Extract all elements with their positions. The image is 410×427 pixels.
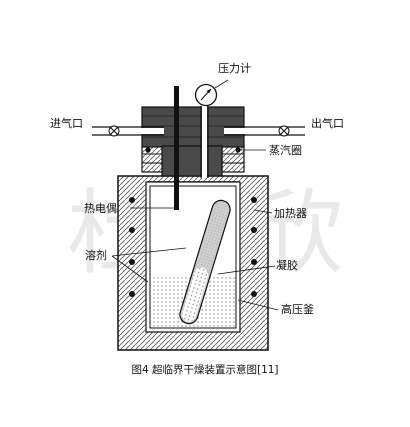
label-gel: 凝胶 xyxy=(276,258,298,272)
outlet-pipe xyxy=(224,125,305,137)
pressure-gauge xyxy=(194,83,218,178)
figure-caption: 图4 超临界干燥装置示意图[11] xyxy=(131,363,278,376)
label-outlet: 出气口 xyxy=(311,116,344,130)
label-thermocouple: 热电偶 xyxy=(84,202,117,215)
leader-lines xyxy=(111,79,279,311)
heater-coil xyxy=(129,197,257,297)
thermocouple-rod xyxy=(174,86,179,210)
inlet-pipe xyxy=(92,125,164,137)
label-inlet: 进气口 xyxy=(50,116,83,130)
label-autoclave: 高压釜 xyxy=(281,302,314,316)
label-steam-coil: 蒸汽圈 xyxy=(269,143,302,157)
label-pressure-gauge: 压力计 xyxy=(218,62,251,75)
sample-tube xyxy=(179,199,231,325)
label-solvent: 溶剂 xyxy=(85,248,107,262)
label-heater: 加热器 xyxy=(274,207,307,220)
